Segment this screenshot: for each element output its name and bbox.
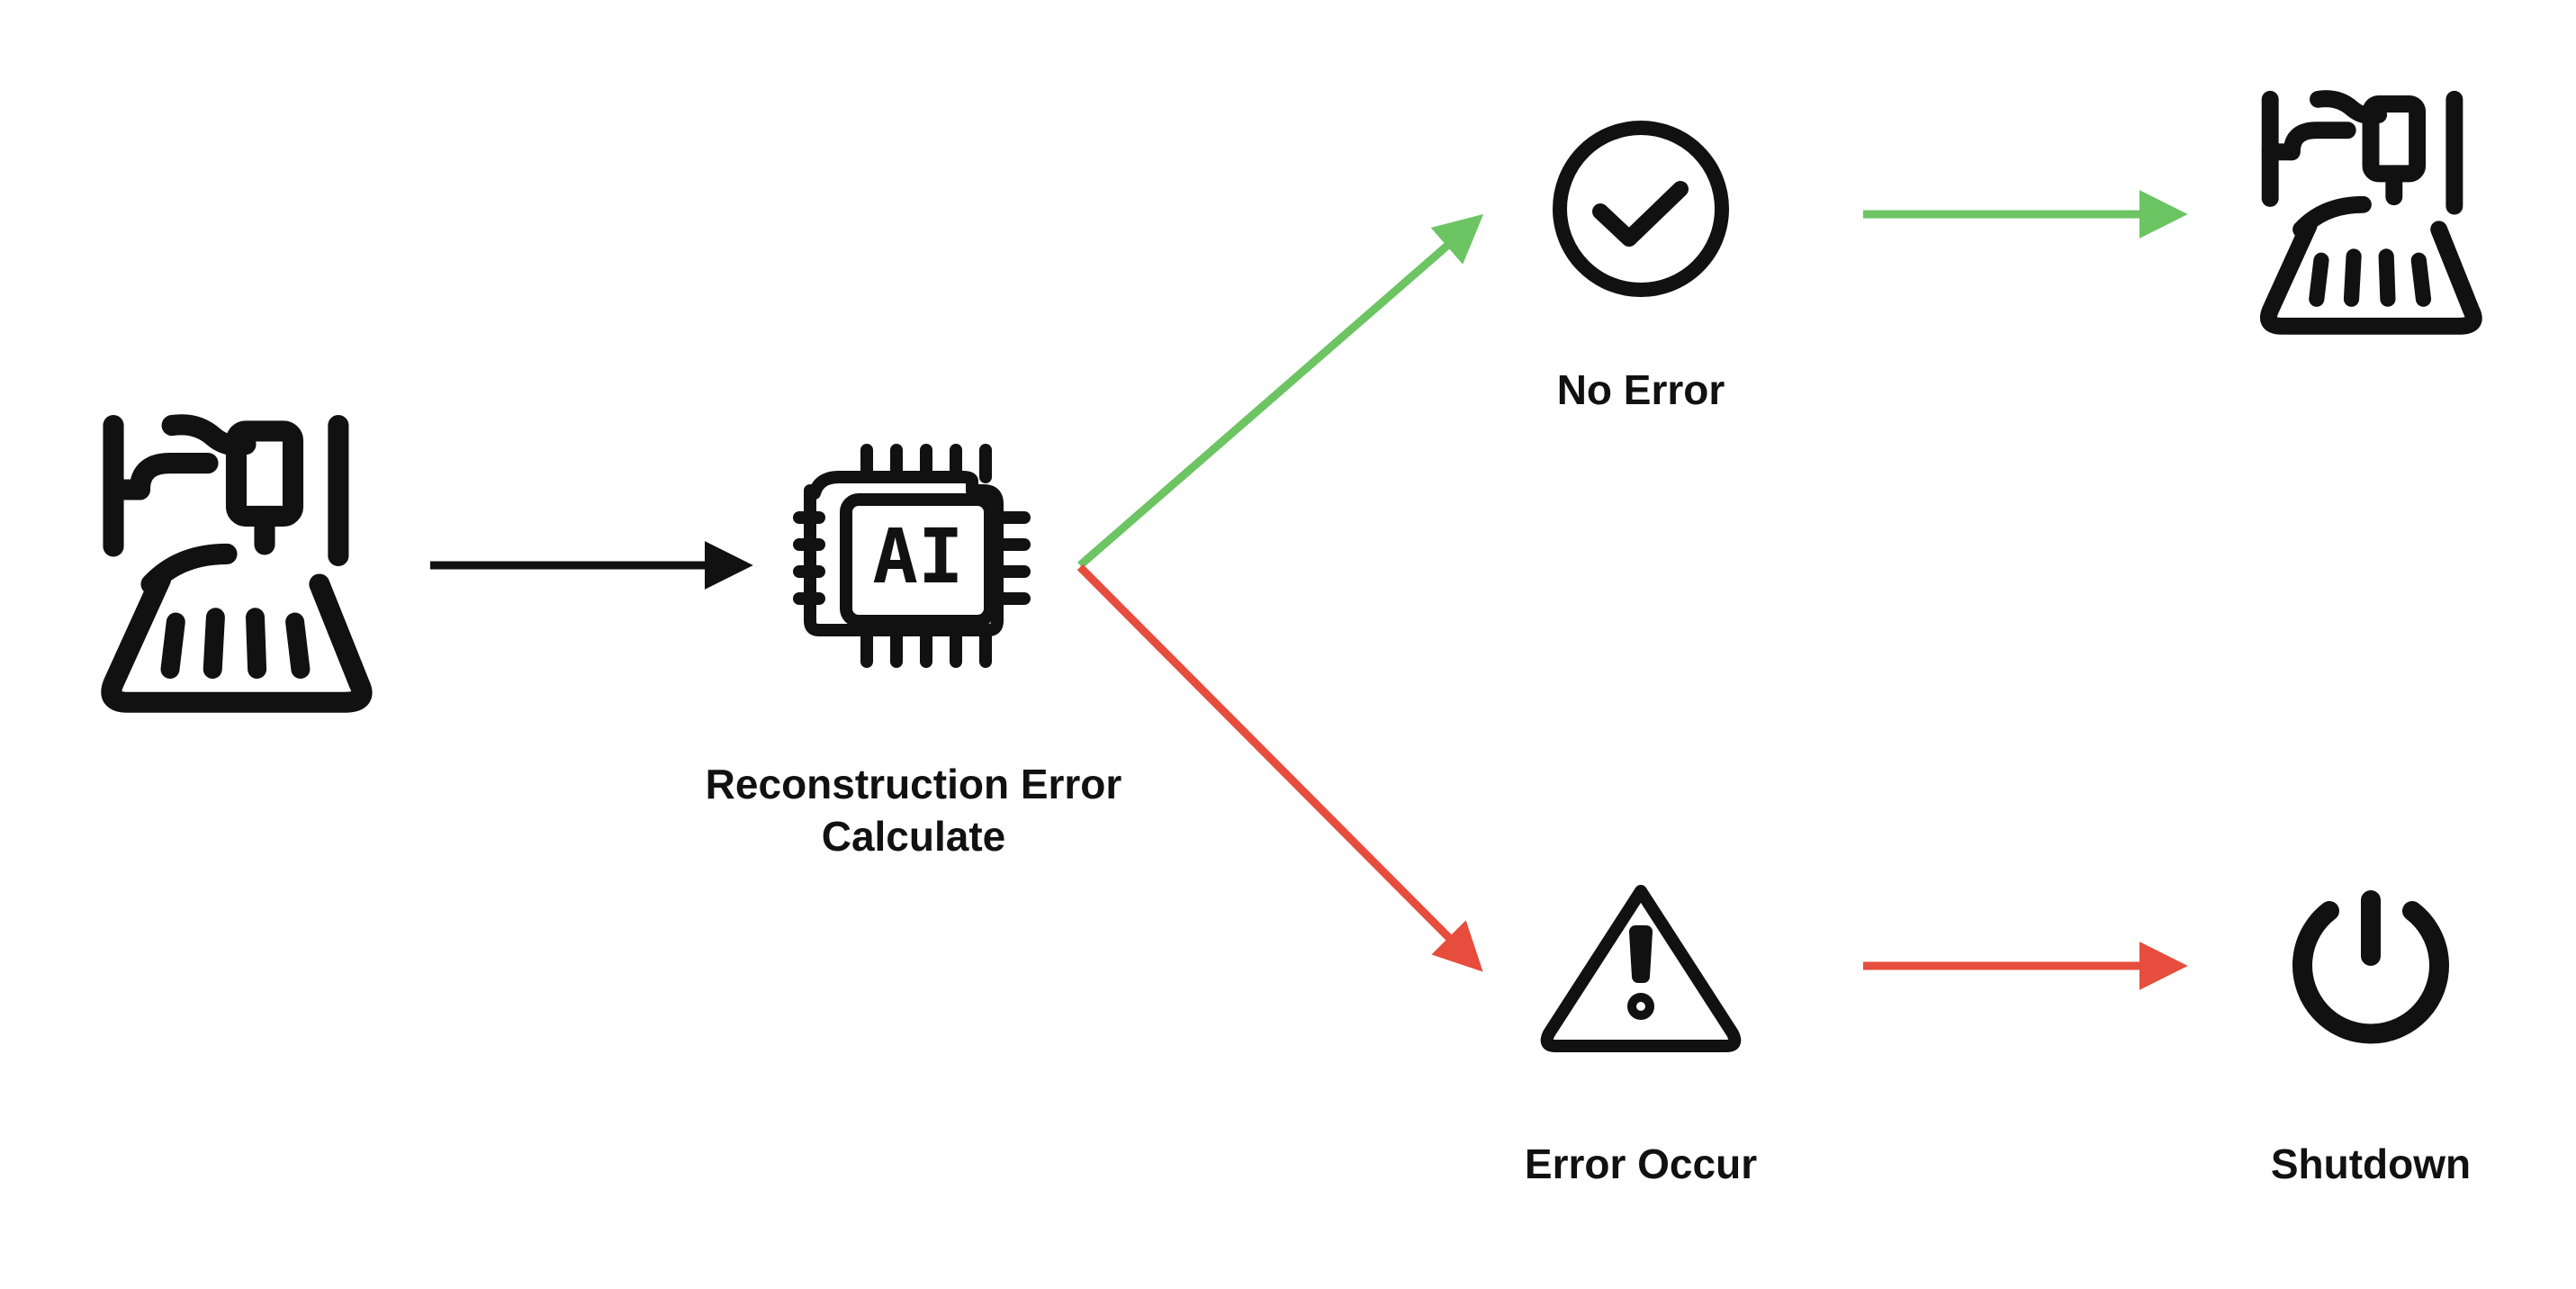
machine-icon: [2268, 99, 2473, 327]
edge-ai-to-no-error: [1077, 213, 1484, 569]
ai-node-label: Reconstruction Error Calculate: [706, 758, 1122, 862]
check-circle-icon: [1553, 121, 1729, 297]
error-occur-label: Error Occur: [1524, 1140, 1758, 1187]
shutdown-label: Shutdown: [2270, 1140, 2472, 1187]
machine-icon: [112, 425, 362, 702]
ai-chip-icon: [793, 444, 1031, 668]
ai-node-label-line-2: Calculate: [821, 813, 1006, 860]
power-icon: [2292, 890, 2449, 1044]
warning-triangle-icon: [1540, 885, 1742, 1052]
ai-node-label-line-1: Reconstruction Error: [705, 761, 1122, 807]
ai-chip-text: AI: [872, 512, 963, 600]
edge-ai-to-error-occur: [1076, 563, 1483, 972]
no-error-label: No Error: [1556, 366, 1725, 413]
